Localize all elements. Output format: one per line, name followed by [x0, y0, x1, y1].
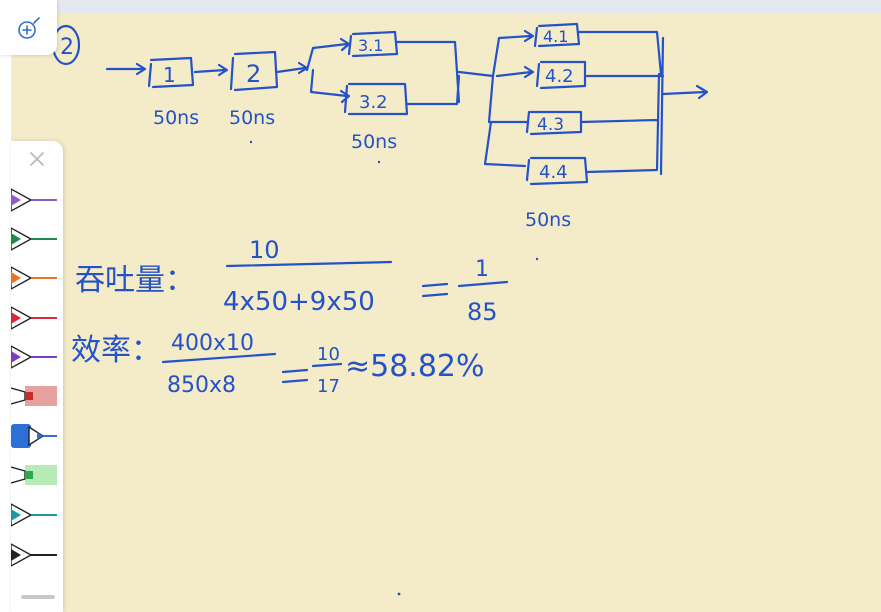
throughput-label: 吞吐量：	[75, 263, 195, 298]
ink-dot	[397, 592, 401, 596]
ink-dot	[249, 140, 253, 144]
ink-dot	[377, 160, 381, 164]
highlighter-icon	[11, 465, 57, 485]
tool-highlighter-red[interactable]	[11, 382, 59, 412]
stage1-time: 50ns	[153, 107, 199, 129]
tool-pen-teal[interactable]	[11, 500, 59, 530]
tool-highlighter-green[interactable]	[11, 461, 59, 491]
efficiency-result-numerator: 10	[317, 344, 340, 365]
tool-pen-black[interactable]	[11, 540, 59, 570]
throughput-fraction-bar	[225, 260, 393, 268]
add-page-icon	[17, 16, 40, 39]
stage3-label-2: 3.2	[359, 92, 388, 113]
efficiency-approx: ≈58.82%	[345, 349, 485, 384]
input-arrow	[105, 62, 147, 76]
efficiency-result-bar	[311, 362, 343, 368]
stage1-label: 1	[163, 63, 176, 87]
tool-pen-purple[interactable]	[11, 185, 59, 215]
efficiency-denominator: 850x8	[167, 373, 236, 398]
efficiency-equals	[281, 368, 309, 384]
throughput-result-numerator: 1	[475, 257, 489, 282]
throughput-result-denominator: 85	[467, 298, 498, 326]
tool-pen-red[interactable]	[11, 303, 59, 333]
close-panel-button[interactable]	[25, 147, 49, 171]
top-toolbar-strip	[0, 0, 881, 14]
stage4-merge	[577, 30, 665, 176]
stage4-label-1: 4.1	[543, 27, 568, 46]
stage3-box-1	[347, 30, 399, 58]
stage2-box	[229, 50, 279, 92]
close-icon	[30, 152, 44, 166]
arrow-1-2	[193, 63, 229, 77]
throughput-numerator: 10	[249, 236, 280, 264]
arrow-2-3	[275, 61, 309, 75]
stage4-label-2: 4.2	[545, 66, 574, 87]
pen-icon	[11, 306, 57, 330]
tool-pen-blue[interactable]	[11, 421, 59, 451]
stage4-fanout	[483, 29, 535, 168]
efficiency-fraction-bar	[161, 352, 277, 364]
pen-icon	[11, 188, 57, 212]
handwriting-canvas[interactable]: 2 1 50ns 2 50ns 3.1 3.2 50ns 4.1 4.2 4.3…	[11, 14, 881, 612]
ink-dot	[535, 257, 539, 261]
pen-icon	[11, 424, 57, 448]
throughput-result-bar	[457, 280, 509, 288]
stage4-box-2	[535, 60, 587, 90]
throughput-equals	[421, 282, 449, 298]
panel-resize-handle[interactable]	[21, 595, 55, 599]
pen-icon	[11, 227, 57, 251]
pen-tool-panel	[11, 141, 63, 612]
efficiency-numerator: 400x10	[171, 331, 254, 356]
pen-icon	[11, 543, 57, 567]
stage3-box-2	[343, 82, 409, 116]
stage4-box-4	[525, 156, 589, 186]
stage3-time: 50ns	[351, 131, 397, 153]
pen-icon	[11, 503, 57, 527]
stage4-time: 50ns	[525, 209, 571, 231]
add-page-button[interactable]	[0, 0, 57, 55]
stage3-merge	[395, 40, 495, 106]
ink-layer: 2 1 50ns 2 50ns 3.1 3.2 50ns 4.1 4.2 4.3…	[51, 22, 709, 596]
output-arrow	[661, 84, 709, 100]
highlighter-icon	[11, 386, 57, 406]
problem-number: 2	[60, 35, 74, 60]
pen-icon	[11, 266, 57, 290]
pen-icon	[11, 345, 57, 369]
throughput-denominator: 4x50+9x50	[223, 287, 375, 317]
stage3-label-1: 3.1	[358, 36, 383, 55]
efficiency-result-denominator: 17	[317, 376, 340, 397]
stage1-box	[147, 56, 195, 89]
tool-pen-green[interactable]	[11, 224, 59, 254]
efficiency-label: 效率：	[71, 333, 161, 368]
stage2-time: 50ns	[229, 107, 275, 129]
stage3-fanout	[305, 37, 351, 104]
stage4-box-1	[533, 22, 581, 48]
tool-pen-violet[interactable]	[11, 342, 59, 372]
tool-pen-orange[interactable]	[11, 263, 59, 293]
stage2-label: 2	[246, 60, 261, 88]
stage4-label-3: 4.3	[537, 115, 564, 135]
stage4-label-4: 4.4	[539, 162, 568, 183]
